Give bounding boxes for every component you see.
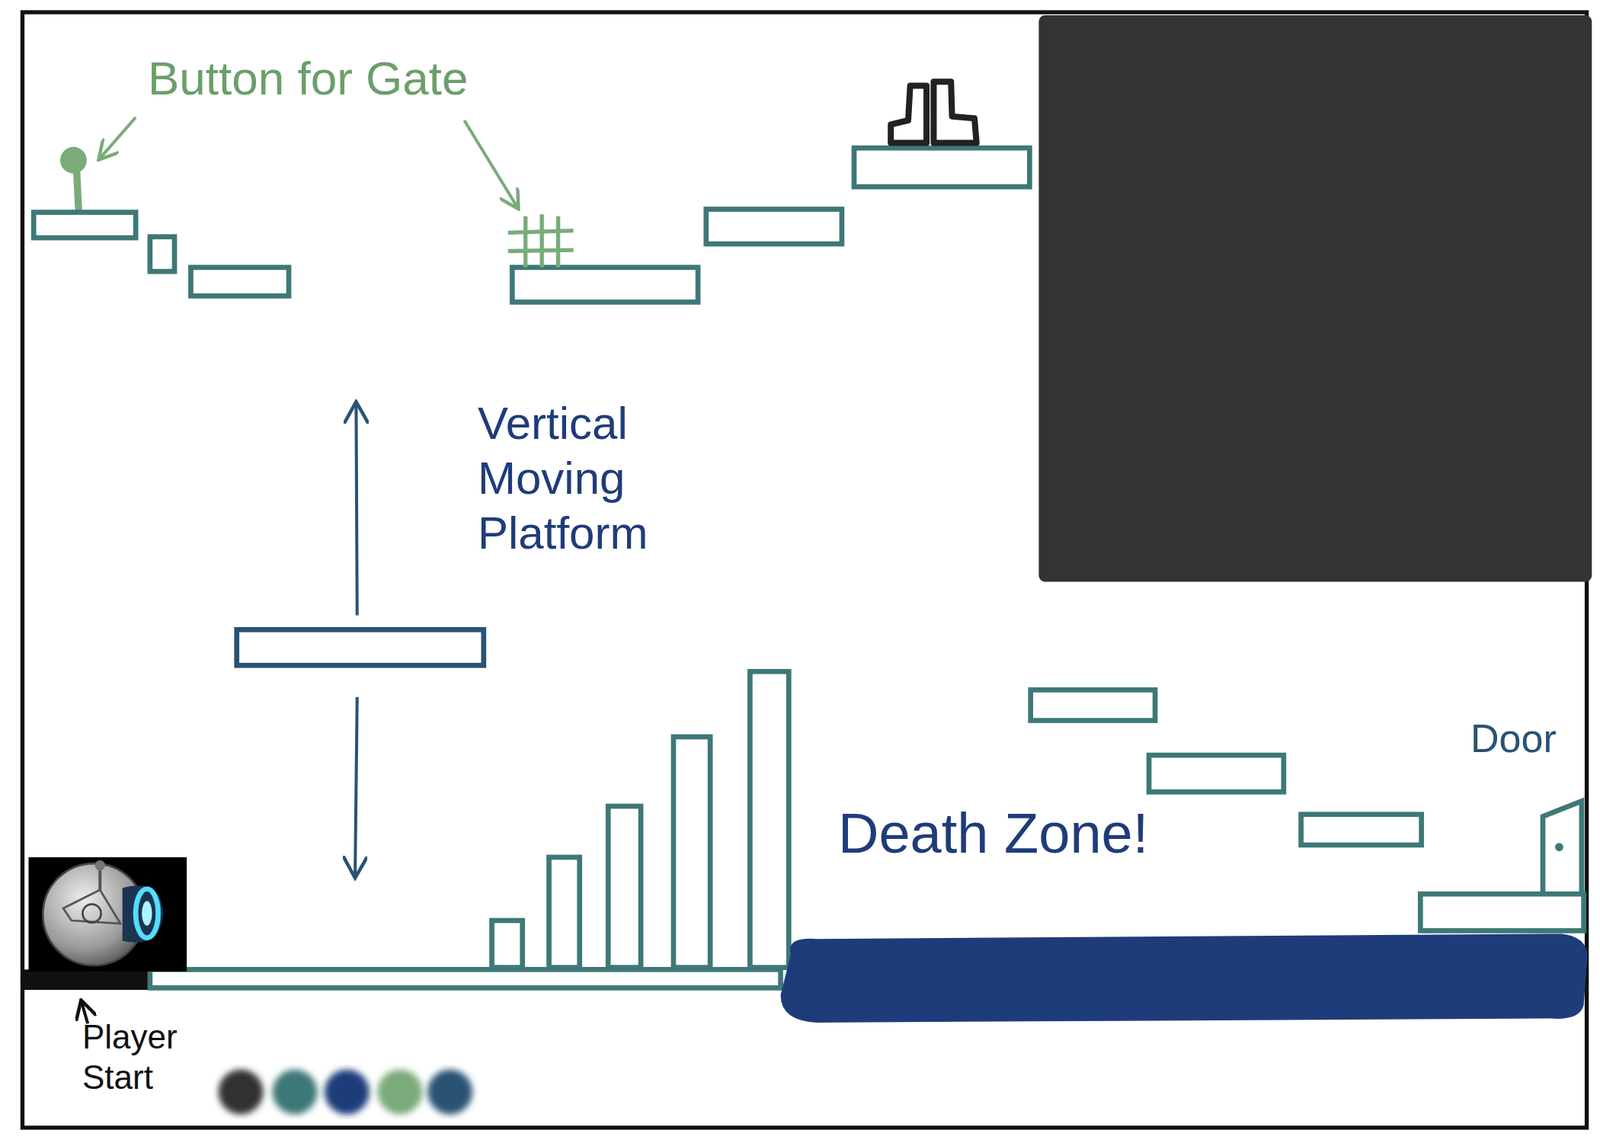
gate-bar (523, 216, 528, 268)
annotation-label: Player Start (82, 1017, 205, 1098)
gate-bar (539, 214, 544, 268)
platform (1420, 893, 1584, 931)
block (150, 236, 175, 272)
leader-line (99, 117, 136, 159)
platform (512, 267, 698, 303)
dark-region (1038, 15, 1592, 582)
motion-arrow (355, 403, 357, 615)
palette-swatch (427, 1069, 473, 1115)
gate-bar (508, 230, 574, 234)
palette-swatch (218, 1069, 264, 1115)
pillar (549, 857, 580, 968)
start-ground (22, 969, 150, 990)
palette (218, 1069, 473, 1115)
pillar (492, 920, 523, 968)
player-visor (122, 885, 164, 943)
pillars (492, 671, 790, 967)
platform (854, 147, 1030, 187)
player-background (28, 857, 188, 972)
annotation-label: Death Zone! (838, 800, 1149, 868)
platform (33, 212, 136, 238)
player-eye (135, 889, 158, 938)
motion-arrow (355, 697, 358, 876)
annotation-label: Door (1470, 714, 1557, 762)
ground (150, 969, 781, 988)
door-knob (1555, 842, 1564, 852)
player-eye (141, 901, 152, 926)
palette-swatch (324, 1069, 370, 1115)
leader-line (464, 120, 518, 208)
annotation-label: Button for Gate (147, 50, 468, 107)
platform (1301, 814, 1422, 845)
boot (933, 81, 976, 143)
pillar (673, 736, 711, 968)
player-detail (63, 889, 121, 924)
platform (1030, 689, 1156, 720)
boots-icon (890, 81, 977, 143)
palette-swatch (377, 1069, 423, 1115)
platform (190, 267, 289, 297)
door-symbol (1542, 800, 1582, 894)
player-detail (82, 904, 101, 923)
death-zone (780, 933, 1588, 1023)
palette-swatch (272, 1069, 318, 1115)
moving-platform (236, 629, 484, 666)
boot (890, 86, 927, 144)
gate-bar (508, 249, 574, 251)
player-antenna (98, 867, 102, 890)
platforms (33, 147, 1030, 302)
platform (1148, 755, 1284, 792)
annotation-label: Vertical Moving Platform (477, 396, 707, 561)
pillar (749, 671, 789, 967)
pillar (608, 806, 641, 968)
gate-symbol (508, 214, 574, 268)
platform (706, 209, 842, 245)
player-icon (28, 857, 188, 972)
gate-bar (556, 216, 560, 268)
button-stem (76, 168, 79, 210)
button-symbol (60, 147, 87, 174)
player-antenna (95, 860, 106, 871)
